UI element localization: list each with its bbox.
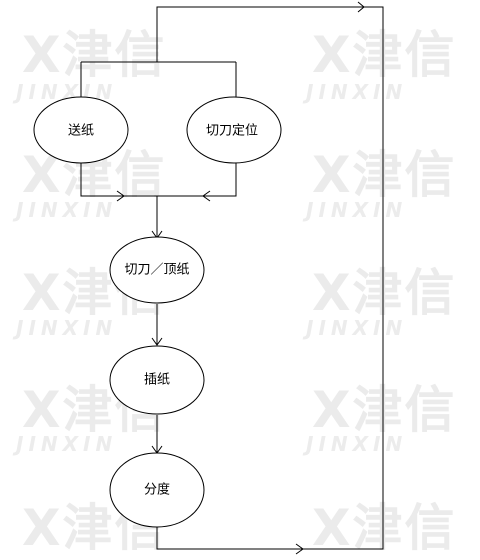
arrow-head (151, 337, 163, 346)
watermark-text: JINXIN (306, 316, 408, 340)
node-label: 切刀／顶纸 (124, 263, 189, 278)
node-cut-push (109, 236, 205, 304)
arrow-head (357, 1, 365, 13)
node-cutter-positioning (186, 96, 282, 164)
watermark-text: JINXIN (306, 432, 408, 456)
watermark-text: JINXIN (16, 198, 118, 222)
arrow-head (202, 190, 211, 202)
node-label: 送纸 (68, 124, 94, 139)
node-label: 切刀定位 (206, 124, 258, 139)
watermark-text: JINXIN (16, 432, 118, 456)
arrow-head (116, 190, 125, 202)
branch-split-line (80, 61, 237, 101)
watermark-text: JINXIN (306, 198, 408, 222)
watermark-text: JINXIN (306, 80, 408, 104)
node-feed-paper (33, 96, 129, 164)
node-divide (109, 452, 205, 528)
node-insert-paper (109, 345, 205, 415)
arrow-head (295, 543, 304, 555)
branch-merge-line (80, 161, 237, 238)
watermark-text: JINXIN (16, 316, 118, 340)
loop-back-line (156, 6, 384, 550)
node-label: 插纸 (144, 373, 170, 388)
watermark-logo: X津信 (22, 26, 167, 84)
node-label: 分度 (144, 482, 170, 498)
